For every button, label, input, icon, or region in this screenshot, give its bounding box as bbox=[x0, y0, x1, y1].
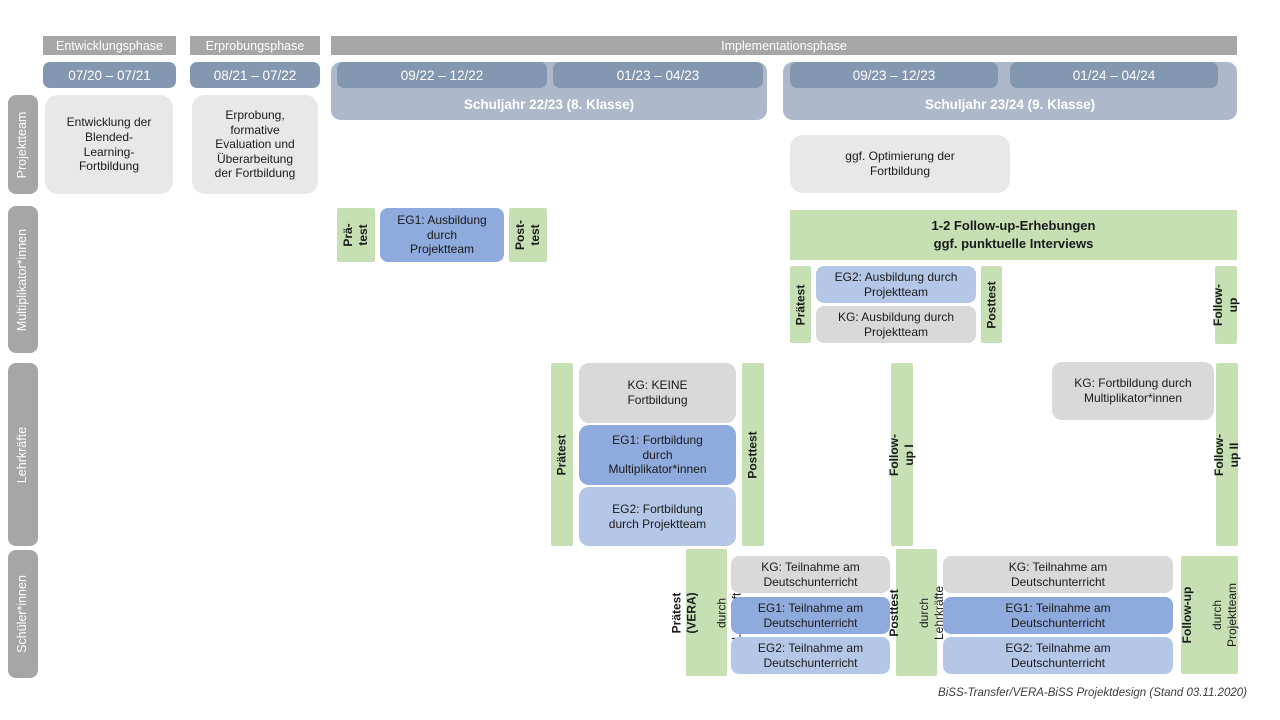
box-eg2-ausbildung-projektteam: EG2: Ausbildung durch Projektteam bbox=[816, 266, 976, 303]
bar-followup1-lehrkraefte: Follow-up I bbox=[887, 363, 916, 546]
bar-posttest-lehrkraefte: Posttest bbox=[742, 363, 764, 546]
bar-posttest-multiplikatoren-2-text: Posttest bbox=[984, 280, 998, 329]
bar-posttest-multiplikatoren-1-text: Post- test bbox=[513, 220, 542, 250]
box-eg1-teilnahme-deutschunterricht-1: EG1: Teilnahme am Deutschunterricht bbox=[731, 597, 890, 634]
bar-followup-schueler: Follow-up durch Projektteam bbox=[1179, 556, 1239, 674]
date-pill-0922-1222: 09/22 – 12/22 bbox=[337, 62, 547, 88]
row-label-multiplikatoren: Multiplikator*innen bbox=[8, 206, 38, 353]
bar-praetest-multiplikatoren-1-text: Prä- test bbox=[341, 223, 370, 247]
bar-praetest-multiplikatoren-2-text: Prätest bbox=[793, 284, 807, 325]
bar-posttest-multiplikatoren-1: Post- test bbox=[509, 208, 547, 262]
box-kg-teilnahme-deutschunterricht-1: KG: Teilnahme am Deutschunterricht bbox=[731, 556, 890, 593]
row-label-schueler-text: Schüler*innen bbox=[15, 575, 30, 653]
phase-header-implementationsphase: Implementationsphase bbox=[331, 36, 1237, 55]
box-eg2-fortbildung-projektteam: EG2: Fortbildung durch Projektteam bbox=[579, 487, 736, 546]
bar-praetest-vera-schueler: Prätest (VERA) durch Lehrkräfte bbox=[669, 549, 743, 676]
box-eg1-ausbildung-projektteam: EG1: Ausbildung durch Projektteam bbox=[380, 208, 504, 262]
row-label-lehrkraefte-text: Lehrkräfte bbox=[15, 426, 30, 483]
box-kg-ausbildung-projektteam: KG: Ausbildung durch Projektteam bbox=[816, 306, 976, 343]
row-label-projektteam-text: Projektteam bbox=[15, 111, 30, 178]
box-erprobung-evaluation: Erprobung, formative Evaluation und Über… bbox=[192, 95, 318, 194]
bar-praetest-lehrkraefte: Prätest bbox=[551, 363, 573, 546]
bar-praetest-lehrkraefte-text: Prätest bbox=[554, 434, 569, 475]
box-eg2-teilnahme-deutschunterricht-2: EG2: Teilnahme am Deutschunterricht bbox=[943, 637, 1173, 674]
box-eg1-teilnahme-deutschunterricht-2: EG1: Teilnahme am Deutschunterricht bbox=[943, 597, 1173, 634]
row-label-lehrkraefte: Lehrkräfte bbox=[8, 363, 38, 546]
box-kg-fortbildung-multiplikatoren: KG: Fortbildung durch Multiplikator*inne… bbox=[1052, 362, 1214, 420]
bar-followup-schueler-main-text: Follow-up bbox=[1179, 586, 1194, 644]
date-pill-0123-0423: 01/23 – 04/23 bbox=[553, 62, 763, 88]
row-label-multiplikatoren-text: Multiplikator*innen bbox=[15, 228, 30, 331]
bar-posttest-schueler-sub-text: durch Lehrkräfte bbox=[916, 585, 946, 640]
box-optimierung-fortbildung: ggf. Optimierung der Fortbildung bbox=[790, 135, 1010, 193]
phase-header-entwicklungsphase: Entwicklungsphase bbox=[43, 36, 176, 55]
bar-posttest-schueler: Posttest durch Lehrkräfte bbox=[887, 549, 946, 676]
bar-praetest-vera-main-text: Prätest (VERA) bbox=[669, 591, 698, 634]
row-label-schueler: Schüler*innen bbox=[8, 550, 38, 678]
bar-praetest-multiplikatoren-1: Prä- test bbox=[337, 208, 375, 262]
date-pill-0923-1223: 09/23 – 12/23 bbox=[790, 62, 998, 88]
bar-followup-multiplikatoren-text: Follow-up bbox=[1211, 284, 1240, 326]
bar-followup-multiplikatoren: Follow-up bbox=[1211, 266, 1240, 344]
box-eg1-fortbildung-multiplikatoren: EG1: Fortbildung durch Multiplikator*inn… bbox=[579, 425, 736, 485]
schuljahr-2324-label: Schuljahr 23/24 (9. Klasse) bbox=[924, 96, 1096, 112]
caption-projektdesign: BiSS-Transfer/VERA-BiSS Projektdesign (S… bbox=[938, 687, 1247, 699]
box-followup-erhebungen-interviews: 1-2 Follow-up-Erhebungen ggf. punktuelle… bbox=[790, 210, 1237, 260]
bar-posttest-multiplikatoren-2: Posttest bbox=[981, 266, 1002, 343]
bar-followup2-lehrkraefte: Follow-up II bbox=[1212, 363, 1241, 546]
date-pill-0124-0424: 01/24 – 04/24 bbox=[1010, 62, 1218, 88]
box-kg-keine-fortbildung: KG: KEINE Fortbildung bbox=[579, 363, 736, 423]
date-pill-0720-0721: 07/20 – 07/21 bbox=[43, 62, 176, 88]
row-label-projektteam: Projektteam bbox=[8, 95, 38, 194]
bar-posttest-lehrkraefte-text: Posttest bbox=[745, 430, 760, 479]
bar-followup-schueler-sub-text: durch Projektteam bbox=[1209, 582, 1239, 648]
phase-header-erprobungsphase: Erprobungsphase bbox=[190, 36, 320, 55]
bar-followup2-lehrkraefte-text: Follow-up II bbox=[1212, 433, 1241, 476]
schuljahr-2223-label: Schuljahr 22/23 (8. Klasse) bbox=[463, 96, 635, 112]
box-eg2-teilnahme-deutschunterricht-1: EG2: Teilnahme am Deutschunterricht bbox=[731, 637, 890, 674]
date-pill-0821-0722: 08/21 – 07/22 bbox=[190, 62, 320, 88]
bar-followup1-lehrkraefte-text: Follow-up I bbox=[887, 433, 916, 476]
bar-posttest-schueler-main-text: Posttest bbox=[886, 588, 901, 637]
bar-praetest-multiplikatoren-2: Prätest bbox=[790, 266, 811, 343]
box-entwicklung-fortbildung: Entwicklung der Blended- Learning- Fortb… bbox=[45, 95, 173, 194]
box-kg-teilnahme-deutschunterricht-2: KG: Teilnahme am Deutschunterricht bbox=[943, 556, 1173, 593]
